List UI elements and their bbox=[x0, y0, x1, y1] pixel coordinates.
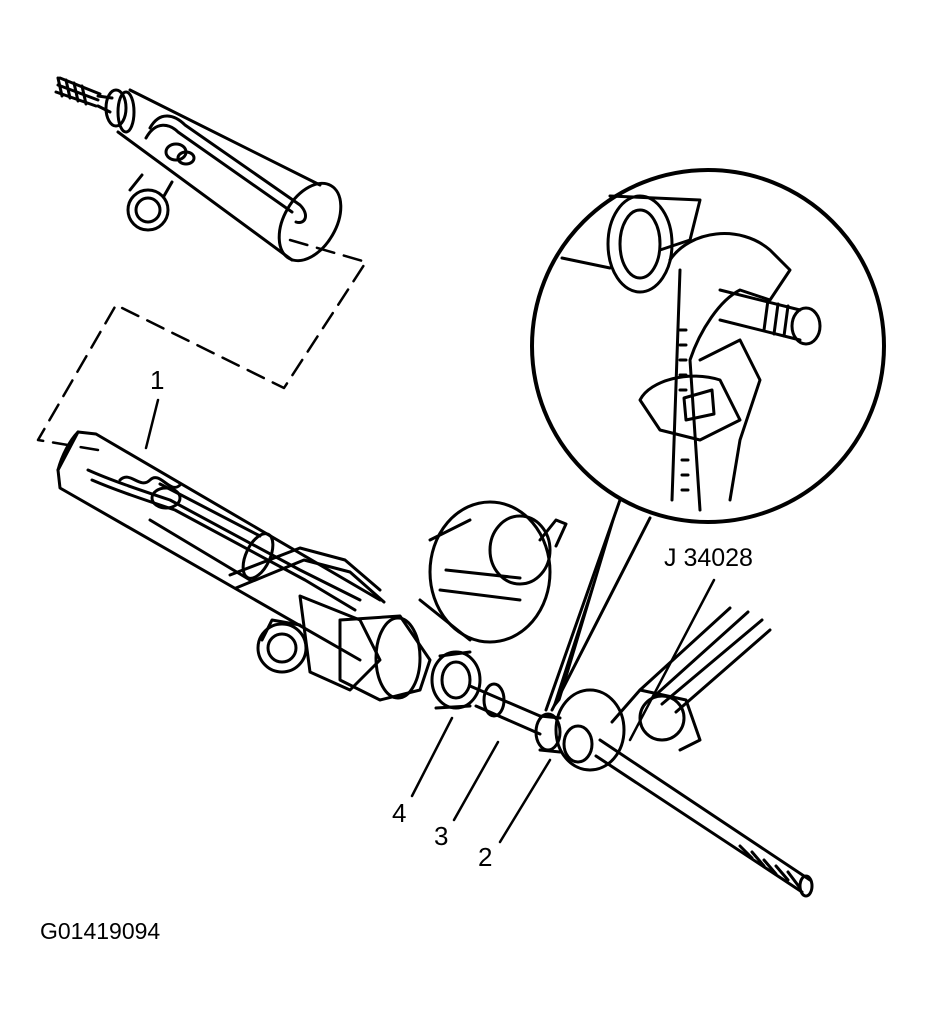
callout-1: 1 bbox=[150, 365, 165, 395]
leader-2 bbox=[498, 758, 552, 844]
detail-magnifier bbox=[530, 168, 886, 712]
leader-1 bbox=[144, 398, 160, 450]
callout-leaders bbox=[144, 398, 716, 844]
figure-id: G01419094 bbox=[40, 918, 161, 944]
leader-3 bbox=[452, 740, 500, 822]
tool-label: J 34028 bbox=[664, 544, 753, 572]
callout-3: 3 bbox=[434, 821, 449, 851]
callout-2: 2 bbox=[478, 842, 493, 872]
callout-4: 4 bbox=[392, 798, 407, 828]
dashed-leader bbox=[36, 238, 368, 452]
leader-4 bbox=[410, 716, 454, 798]
removed-housing-end bbox=[54, 76, 343, 263]
steering-gear-assembly bbox=[56, 430, 814, 898]
leader-tool bbox=[628, 578, 716, 742]
